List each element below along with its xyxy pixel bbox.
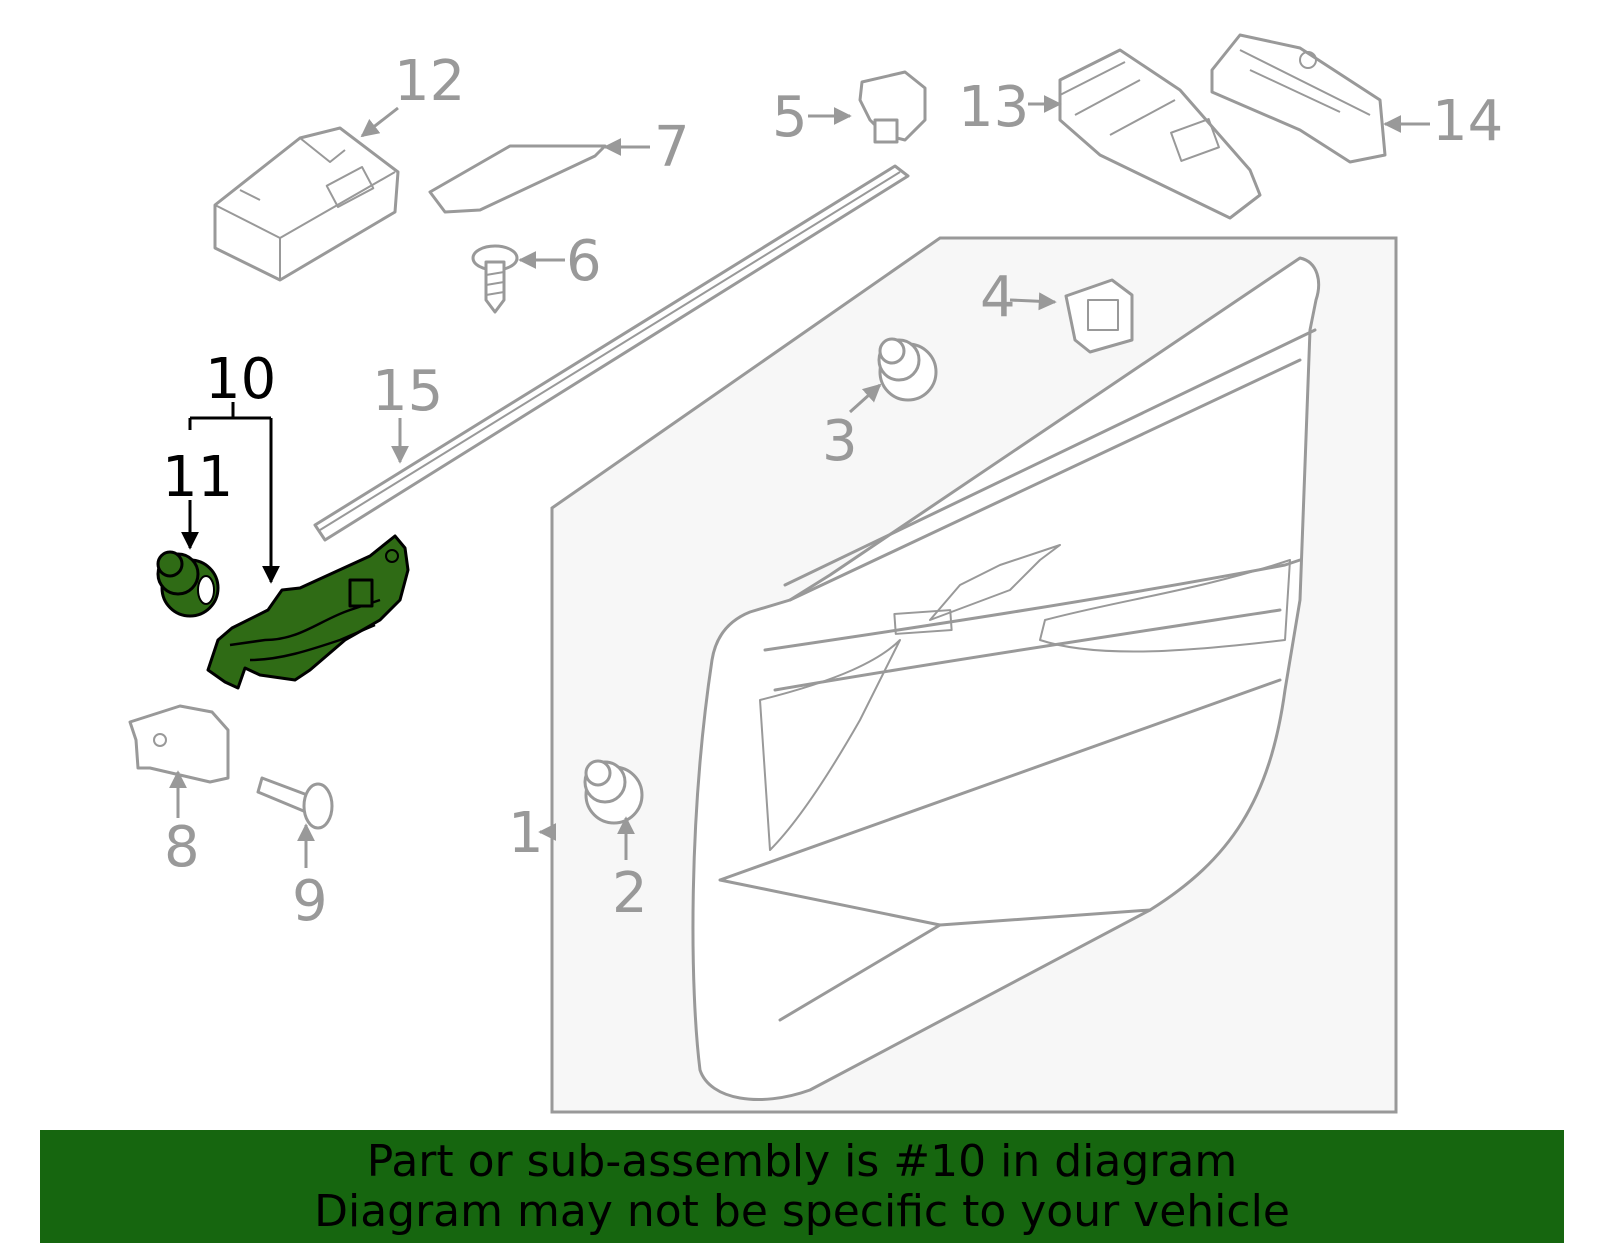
callout-5: 5 (772, 85, 808, 150)
weatherstrip-15 (313, 164, 910, 542)
trim-strip-7 (428, 144, 607, 214)
callout-7: 7 (654, 115, 690, 180)
callout-4: 4 (980, 265, 1016, 330)
pull-handle-recess (759, 639, 901, 851)
switch-assembly-13 (1058, 48, 1262, 220)
callout-1: 1 (508, 801, 544, 866)
lower-pocket-edge (1039, 559, 1291, 653)
clip-3 (877, 337, 938, 402)
window-switch-bezel (929, 544, 1061, 621)
callout-2: 2 (612, 861, 648, 926)
callout-12: 12 (394, 49, 465, 114)
info-banner: Part or sub-assembly is #10 in diagram D… (40, 1130, 1564, 1243)
switch-housing-12 (213, 126, 400, 282)
callout-11: 11 (162, 445, 233, 510)
callout-6: 6 (566, 229, 602, 294)
clip-2 (583, 759, 644, 825)
callout-8: 8 (164, 815, 200, 880)
callout-10: 10 (205, 347, 276, 412)
armrest (763, 558, 1302, 692)
screw-6 (471, 244, 519, 314)
callout-14: 14 (1432, 89, 1503, 154)
switch-assembly-14 (1210, 33, 1387, 164)
callout-15: 15 (372, 359, 443, 424)
door-trim-panel-group (550, 236, 1398, 1114)
map-pocket (718, 678, 1282, 1022)
door-trim-panel (691, 256, 1321, 1101)
inside-handle-10-highlighted (206, 534, 410, 690)
bracket-8 (128, 704, 230, 784)
banner-line-1: Part or sub-assembly is #10 in diagram (366, 1135, 1238, 1187)
callout-3: 3 (822, 409, 858, 474)
upper-trim-line (783, 328, 1317, 602)
callout-13: 13 (958, 75, 1029, 140)
screw-9 (256, 776, 334, 830)
clip-5 (858, 70, 927, 144)
callout-9: 9 (292, 869, 328, 934)
bracket-4 (1064, 278, 1134, 354)
switch-opening (893, 609, 953, 635)
banner-line-2: Diagram may not be specific to your vehi… (314, 1185, 1290, 1237)
clip-11-highlighted (156, 550, 220, 618)
